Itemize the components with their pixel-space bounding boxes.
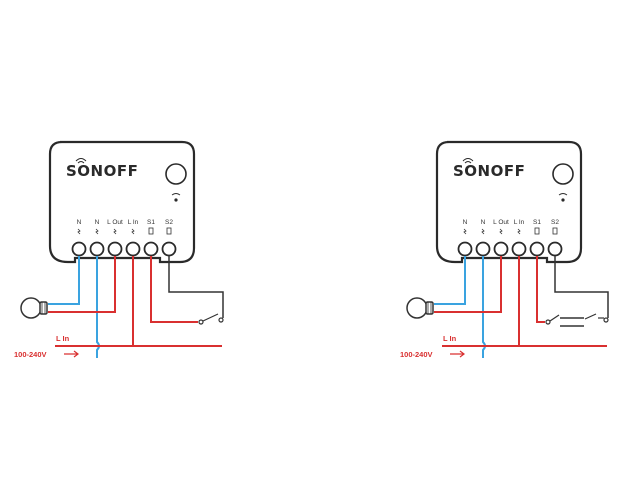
- arrow-icon: [450, 350, 465, 358]
- terminal-label-n2: N: [95, 219, 100, 226]
- terminal-label-s1: S1: [533, 219, 541, 226]
- led-indicator-icon: [558, 193, 568, 202]
- line-input-label: L In: [56, 334, 70, 343]
- terminal-label-s2: S2: [551, 219, 559, 226]
- line-input-label: L In: [443, 334, 457, 343]
- switch-terminal-icon: [534, 227, 558, 235]
- terminal-label-n2: N: [481, 219, 486, 226]
- two-way-switch-icon: [545, 313, 609, 327]
- live-wire: [434, 256, 502, 313]
- terminal-label-s1: S1: [147, 219, 155, 226]
- light-bulb-icon: [20, 297, 48, 319]
- switch-wire: [554, 256, 609, 318]
- lightning-icon: [463, 228, 521, 235]
- switch-wire: [168, 256, 224, 318]
- arrow-icon: [64, 350, 79, 358]
- voltage-label: 100-240V: [400, 350, 433, 359]
- device-body: [435, 140, 583, 264]
- lightning-icon: [77, 228, 135, 235]
- pairing-button: [552, 163, 574, 185]
- wiring-diagram-two-way-switch: SONOFF N N L Out L In S1 S2: [400, 140, 609, 359]
- brand-logo: SONOFF: [66, 162, 138, 180]
- neutral-wire: [434, 256, 466, 305]
- terminal-label-lout: L Out: [107, 219, 123, 226]
- terminal-label-lout: L Out: [493, 219, 509, 226]
- terminal-label-lin: L In: [514, 219, 525, 226]
- live-wire: [536, 256, 545, 323]
- terminal-label-n1: N: [77, 219, 82, 226]
- terminal-label-s2: S2: [165, 219, 173, 226]
- pairing-button: [165, 163, 187, 185]
- light-bulb-icon: [406, 297, 434, 319]
- device-body: [48, 140, 196, 264]
- terminal-label-n1: N: [463, 219, 468, 226]
- switch-terminal-icon: [148, 227, 172, 235]
- neutral-wire: [482, 256, 486, 358]
- live-wire: [150, 256, 198, 323]
- voltage-label: 100-240V: [14, 350, 47, 359]
- wifi-icon: [75, 158, 87, 164]
- wall-switch-icon: [198, 313, 224, 325]
- wifi-icon: [462, 158, 474, 164]
- wiring-diagram-single-switch: SONOFF N N L Out L In S1 S2: [14, 140, 224, 359]
- brand-logo: SONOFF: [453, 162, 525, 180]
- neutral-wire: [96, 256, 100, 358]
- terminal-label-lin: L In: [128, 219, 139, 226]
- terminal-block: [457, 241, 563, 257]
- live-wire: [48, 256, 116, 313]
- led-indicator-icon: [171, 193, 181, 202]
- neutral-wire: [48, 256, 80, 305]
- terminal-block: [71, 241, 177, 257]
